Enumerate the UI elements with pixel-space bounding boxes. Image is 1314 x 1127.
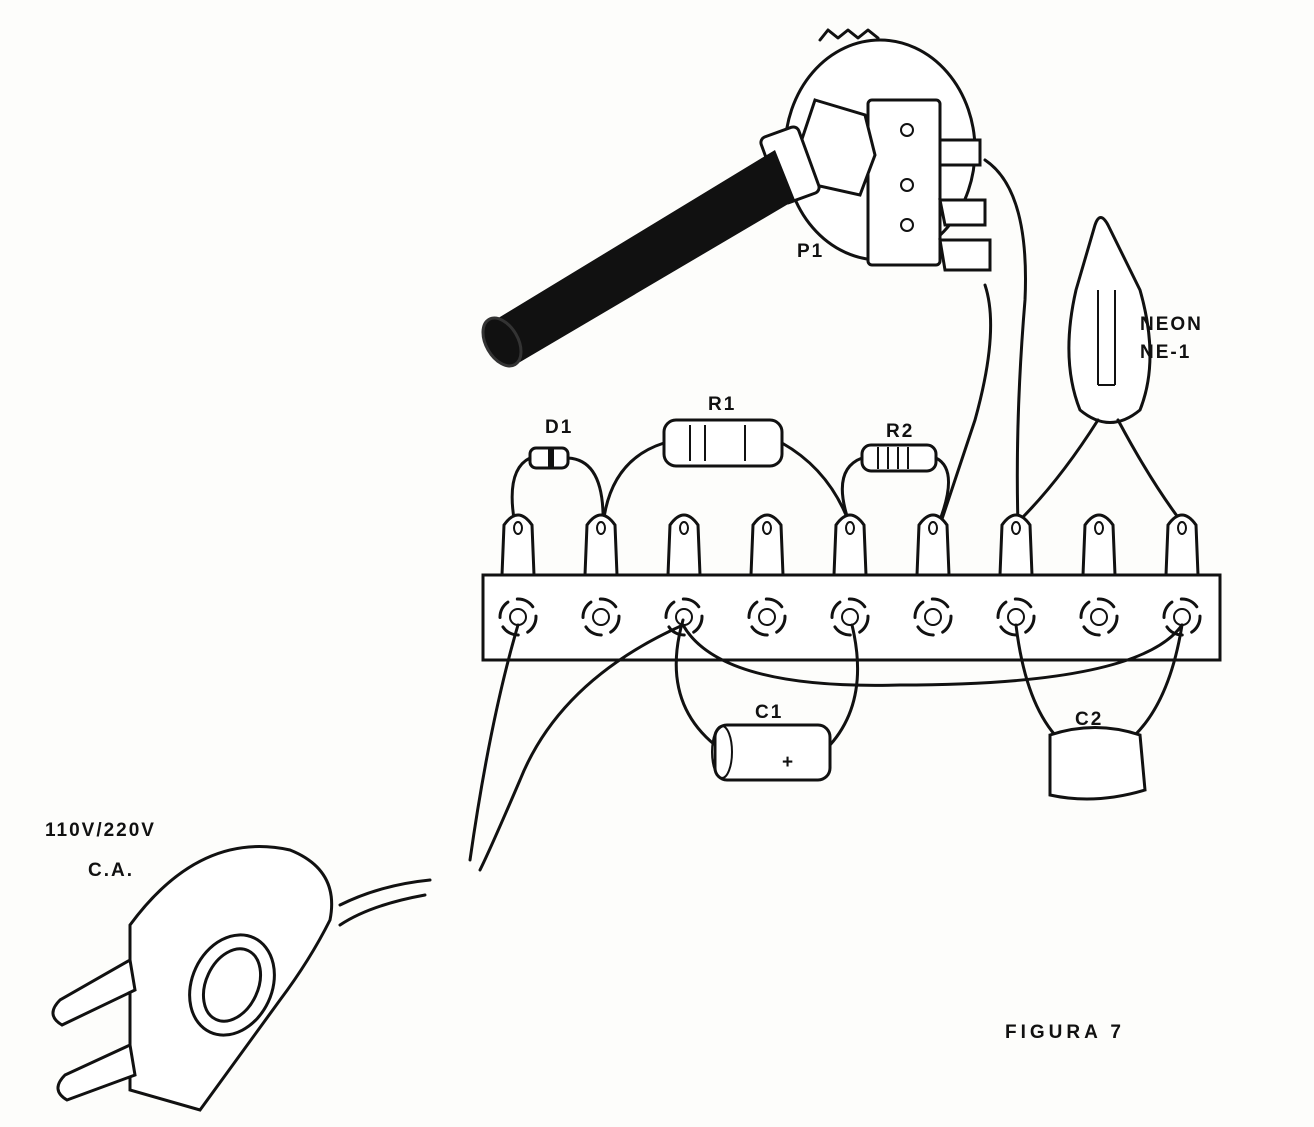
terminal-lugs (500, 513, 1200, 576)
lug-hole (513, 521, 523, 535)
capacitor-c1: + (674, 618, 860, 782)
label-c2: C2 (1075, 709, 1103, 730)
lug-hole (762, 521, 772, 535)
power-plug (51, 845, 334, 1112)
terminal-lug (915, 513, 951, 576)
potentiometer-p1 (481, 28, 992, 368)
terminal-screw (830, 597, 870, 637)
figure-caption: FIGURA 7 (1005, 1022, 1125, 1043)
terminal-lug (1081, 513, 1117, 576)
terminal-strip (481, 573, 1222, 662)
terminal-lug (832, 513, 868, 576)
power-cord (338, 878, 432, 927)
lug-hole (1177, 521, 1187, 535)
terminal-screw (747, 597, 787, 637)
wire-bus (681, 623, 1184, 687)
wire-p1-b (983, 158, 1027, 527)
lug-hole (679, 521, 689, 535)
resistor-r2 (840, 443, 950, 527)
terminal-screws (498, 597, 1202, 637)
lug-hole (1011, 521, 1021, 535)
diode-d1 (510, 446, 605, 527)
label-c1: C1 (755, 702, 783, 723)
wire-p1-a (938, 283, 993, 527)
label-ne1: NE-1 (1140, 342, 1191, 363)
lug-hole (845, 521, 855, 535)
terminal-lug (998, 513, 1034, 576)
label-r2: R2 (886, 421, 914, 442)
terminal-lug (583, 513, 619, 576)
c1-polarity-label: + (782, 752, 795, 773)
label-voltage: 110V/220V (45, 820, 156, 841)
lug-hole (596, 521, 606, 535)
terminal-lug (749, 513, 785, 576)
lug-hole (1094, 521, 1104, 535)
label-p1: P1 (797, 241, 824, 262)
resistor-r1 (601, 418, 852, 527)
neon-lamp-ne1 (1018, 216, 1182, 522)
capacitor-c2 (1014, 623, 1184, 801)
label-r1: R1 (708, 394, 736, 415)
terminal-screw (581, 597, 621, 637)
terminal-screw (913, 597, 953, 637)
terminal-lug (666, 513, 702, 576)
terminal-screw (1079, 597, 1119, 637)
power-cord-wires (468, 623, 685, 872)
label-ac: C.A. (88, 860, 134, 881)
lug-hole (928, 521, 938, 535)
terminal-lug (500, 513, 536, 576)
terminal-lug (1164, 513, 1200, 576)
label-d1: D1 (545, 417, 573, 438)
label-neon: NEON (1140, 314, 1203, 335)
